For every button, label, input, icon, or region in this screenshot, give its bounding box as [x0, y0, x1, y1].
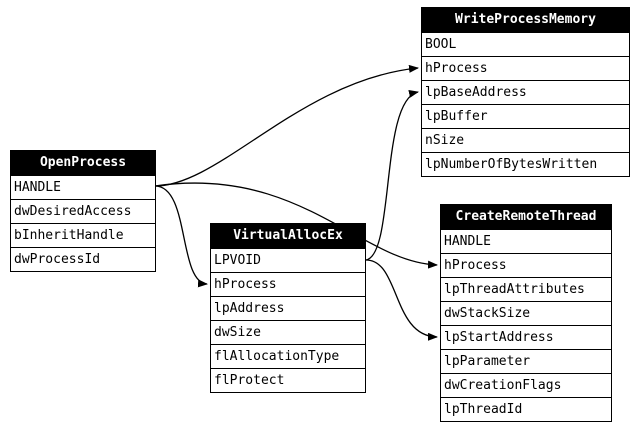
arrow-openprocess-to-createremotethread: [154, 182, 438, 269]
arrow-virtualallocex-to-writeprocessmemory: [365, 89, 419, 261]
writeprocessmemory-field-lpbuffer: lpBuffer: [422, 104, 629, 128]
openprocess-field-binherithandle: bInheritHandle: [11, 223, 155, 247]
virtualallocex-field-lpvoid: LPVOID: [211, 248, 365, 272]
writeprocessmemory-field-lpbaseaddress: lpBaseAddress: [422, 80, 629, 104]
arrow-openprocess-to-virtualallocex: [154, 185, 208, 288]
openprocess-field-dwdesiredaccess: dwDesiredAccess: [11, 199, 155, 223]
createremotethread-field-lpthreadattributes: lpThreadAttributes: [441, 277, 611, 301]
virtualallocex-field-dwsize: dwSize: [211, 320, 365, 344]
writeprocessmemory-table: WriteProcessMemory BOOL hProcess lpBaseA…: [421, 7, 630, 177]
openprocess-table: OpenProcess HANDLE dwDesiredAccess bInhe…: [10, 150, 156, 272]
createremotethread-title: CreateRemoteThread: [441, 205, 611, 229]
writeprocessmemory-field-nsize: nSize: [422, 128, 629, 152]
virtualallocex-field-flprotect: flProtect: [211, 368, 365, 392]
virtualallocex-title: VirtualAllocEx: [211, 224, 365, 248]
createremotethread-field-hprocess: hProcess: [441, 253, 611, 277]
openprocess-field-dwprocessid: dwProcessId: [11, 247, 155, 271]
virtualallocex-field-lpaddress: lpAddress: [211, 296, 365, 320]
writeprocessmemory-field-bool: BOOL: [422, 32, 629, 56]
openprocess-field-handle: HANDLE: [11, 175, 155, 199]
createremotethread-field-handle: HANDLE: [441, 229, 611, 253]
createremotethread-field-lpstartaddress: lpStartAddress: [441, 325, 611, 349]
virtualallocex-field-flallocationtype: flAllocationType: [211, 344, 365, 368]
arrow-virtualallocex-to-createremotethread: [365, 259, 438, 341]
writeprocessmemory-field-hprocess: hProcess: [422, 56, 629, 80]
openprocess-title: OpenProcess: [11, 151, 155, 175]
virtualallocex-table: VirtualAllocEx LPVOID hProcess lpAddress…: [210, 223, 366, 393]
createremotethread-table: CreateRemoteThread HANDLE hProcess lpThr…: [440, 204, 612, 422]
createremotethread-field-dwstacksize: dwStackSize: [441, 301, 611, 325]
createremotethread-field-dwcreationflags: dwCreationFlags: [441, 373, 611, 397]
arrow-openprocess-to-writeprocessmemory: [154, 64, 419, 187]
writeprocessmemory-title: WriteProcessMemory: [422, 8, 629, 32]
virtualallocex-field-hprocess: hProcess: [211, 272, 365, 296]
createremotethread-field-lpthreadid: lpThreadId: [441, 397, 611, 421]
writeprocessmemory-field-lpnumberofbyteswritten: lpNumberOfBytesWritten: [422, 152, 629, 176]
createremotethread-field-lpparameter: lpParameter: [441, 349, 611, 373]
